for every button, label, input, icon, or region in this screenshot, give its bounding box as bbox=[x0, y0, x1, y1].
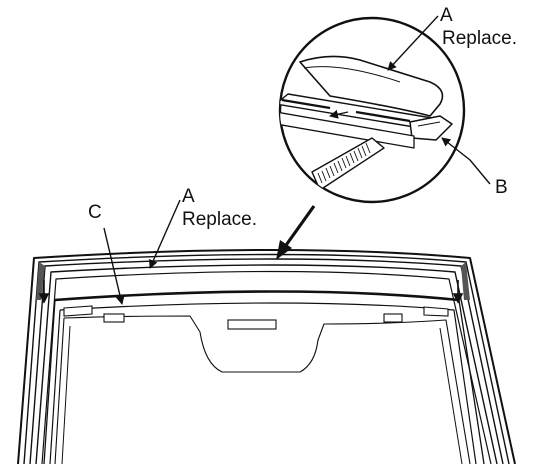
glass-spacers bbox=[63, 305, 449, 330]
windshield-glass bbox=[43, 290, 485, 464]
label-replace-lower: Replace. bbox=[182, 209, 257, 230]
leader-lines bbox=[103, 15, 491, 305]
corner-arrows bbox=[38, 280, 464, 304]
detail-molding-section bbox=[280, 55, 453, 191]
windshield-frame bbox=[17, 249, 516, 464]
label-a-lower: A bbox=[182, 186, 195, 207]
label-b: B bbox=[495, 177, 508, 198]
label-replace-top: Replace. bbox=[442, 28, 517, 49]
detail-pointer-arrow bbox=[276, 205, 316, 260]
label-a-top: A bbox=[440, 5, 453, 26]
side-molding-strips bbox=[36, 262, 470, 300]
label-c: C bbox=[88, 202, 102, 223]
